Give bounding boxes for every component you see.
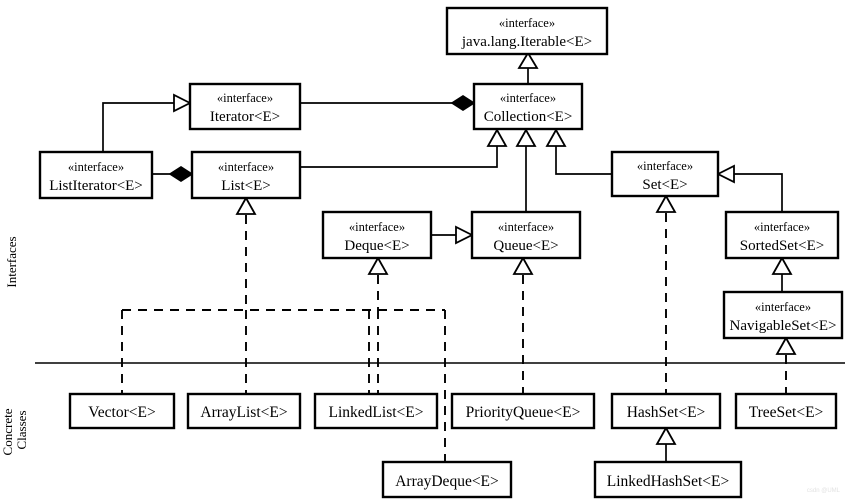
node-arraylist[interactable]: ArrayList<E> (186, 392, 302, 430)
node-priorityqueue[interactable]: PriorityQueue<E> (450, 392, 596, 430)
node-arraydeque[interactable]: ArrayDeque<E> (381, 460, 513, 499)
node-arraydeque-name: ArrayDeque<E> (395, 473, 499, 490)
node-navigableset-name: NavigableSet<E> (730, 318, 837, 334)
node-treeset-name: TreeSet<E> (749, 404, 824, 421)
node-listiterator-stereotype: «interface» (68, 160, 124, 174)
node-deque[interactable]: «interface» Deque<E> (321, 210, 433, 260)
edge-deque-implements-bus (367, 256, 389, 394)
node-queue[interactable]: «interface» Queue<E> (470, 210, 582, 260)
node-linkedhashset-name: LinkedHashSet<E> (607, 473, 730, 490)
node-queue-name: Queue<E> (493, 238, 558, 254)
node-navigableset-stereotype: «interface» (755, 300, 811, 314)
node-sortedset-name: SortedSet<E> (740, 238, 824, 254)
edge-navigableset-implements-treeset (775, 336, 797, 394)
node-iterable-name: java.lang.Iterable<E> (461, 34, 592, 50)
node-treeset[interactable]: TreeSet<E> (734, 392, 838, 430)
node-queue-stereotype: «interface» (498, 220, 554, 234)
section-label-concrete-line2: Classes (14, 411, 29, 450)
edge-queue-extends-collection (515, 128, 537, 212)
edge-sortedset-extends-set (715, 164, 783, 212)
node-list-stereotype: «interface» (218, 160, 274, 174)
node-collection-stereotype: «interface» (500, 91, 556, 105)
node-deque-name: Deque<E> (344, 238, 409, 254)
node-navigableset[interactable]: «interface» NavigableSet<E> (722, 290, 844, 340)
node-iterator-stereotype: «interface» (217, 91, 273, 105)
edge-navigableset-extends-sortedset (771, 256, 793, 292)
edge-listiterator-extends-iterator (102, 93, 193, 152)
node-priorityqueue-name: PriorityQueue<E> (466, 404, 581, 421)
edge-deque-extends-queue (431, 225, 475, 245)
node-list-name: List<E> (221, 178, 270, 194)
node-arraylist-name: ArrayList<E> (200, 404, 287, 421)
edge-list-composition-listiterator (152, 166, 194, 182)
node-iterable-stereotype: «interface» (499, 16, 555, 30)
watermark-text: csdn @UML (807, 488, 841, 494)
edge-list-extends-collection (300, 128, 508, 168)
section-label-interfaces: Interfaces (4, 236, 19, 287)
node-list[interactable]: «interface» List<E> (190, 150, 302, 200)
node-linkedlist[interactable]: LinkedList<E> (313, 392, 439, 430)
edge-set-implements-hashset (655, 194, 677, 394)
node-sortedset-stereotype: «interface» (754, 220, 810, 234)
edges-layer (102, 51, 797, 462)
edge-set-extends-collection (545, 128, 612, 175)
edge-linkedhashset-extends-hashset (655, 426, 677, 462)
node-collection[interactable]: «interface» Collection<E> (472, 82, 584, 131)
node-collection-name: Collection<E> (484, 109, 573, 125)
section-label-concrete-line1: Concrete (0, 408, 15, 455)
node-vector-name: Vector<E> (88, 404, 155, 421)
edge-list-implements-bus (121, 196, 446, 462)
node-sortedset[interactable]: «interface» SortedSet<E> (724, 210, 840, 260)
node-vector[interactable]: Vector<E> (68, 392, 176, 430)
node-hashset[interactable]: HashSet<E> (610, 392, 722, 430)
node-linkedhashset[interactable]: LinkedHashSet<E> (593, 460, 743, 499)
node-set-name: Set<E> (642, 177, 687, 193)
node-iterable[interactable]: «interface» java.lang.Iterable<E> (445, 6, 609, 56)
node-listiterator-name: ListIterator<E> (49, 178, 143, 194)
node-linkedlist-name: LinkedList<E> (329, 404, 424, 421)
node-set[interactable]: «interface» Set<E> (610, 150, 720, 198)
node-hashset-name: HashSet<E> (627, 404, 706, 421)
edge-collection-composition-iterator (300, 95, 476, 111)
edge-queue-implements-priorityqueue (512, 256, 534, 394)
node-iterator-name: Iterator<E> (210, 109, 280, 125)
node-listiterator[interactable]: «interface» ListIterator<E> (38, 150, 154, 200)
node-iterator[interactable]: «interface» Iterator<E> (188, 82, 302, 131)
node-set-stereotype: «interface» (637, 159, 693, 173)
node-deque-stereotype: «interface» (349, 220, 405, 234)
edge-collection-extends-iterable (517, 51, 539, 84)
